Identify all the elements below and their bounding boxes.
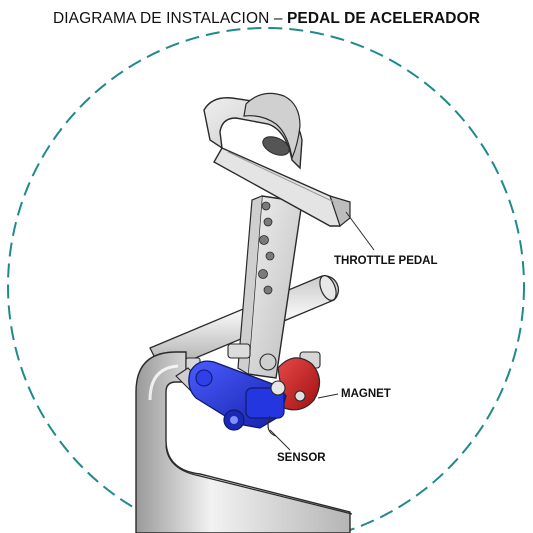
- sensor-part: [188, 360, 287, 437]
- magnet-leader: [317, 393, 339, 399]
- title-prefix: DIAGRAMA DE INSTALACION –: [52, 10, 287, 27]
- title-bold: PEDAL DE ACELERADOR: [286, 10, 481, 27]
- throttle-pedal-leader: [345, 211, 375, 251]
- sensor-leader: [269, 429, 291, 451]
- diagram-title: DIAGRAMA DE INSTALACION – PEDAL DE ACELE…: [0, 10, 533, 28]
- magnet-part: [277, 357, 321, 411]
- dashed-circle-frame: [7, 27, 525, 533]
- callout-magnet: MAGNET: [341, 388, 391, 400]
- callout-sensor: SENSOR: [277, 452, 326, 464]
- frame-tube: [135, 351, 353, 533]
- pedal-head: [203, 92, 351, 228]
- callout-throttle-pedal: THROTTLE PEDAL: [334, 255, 438, 267]
